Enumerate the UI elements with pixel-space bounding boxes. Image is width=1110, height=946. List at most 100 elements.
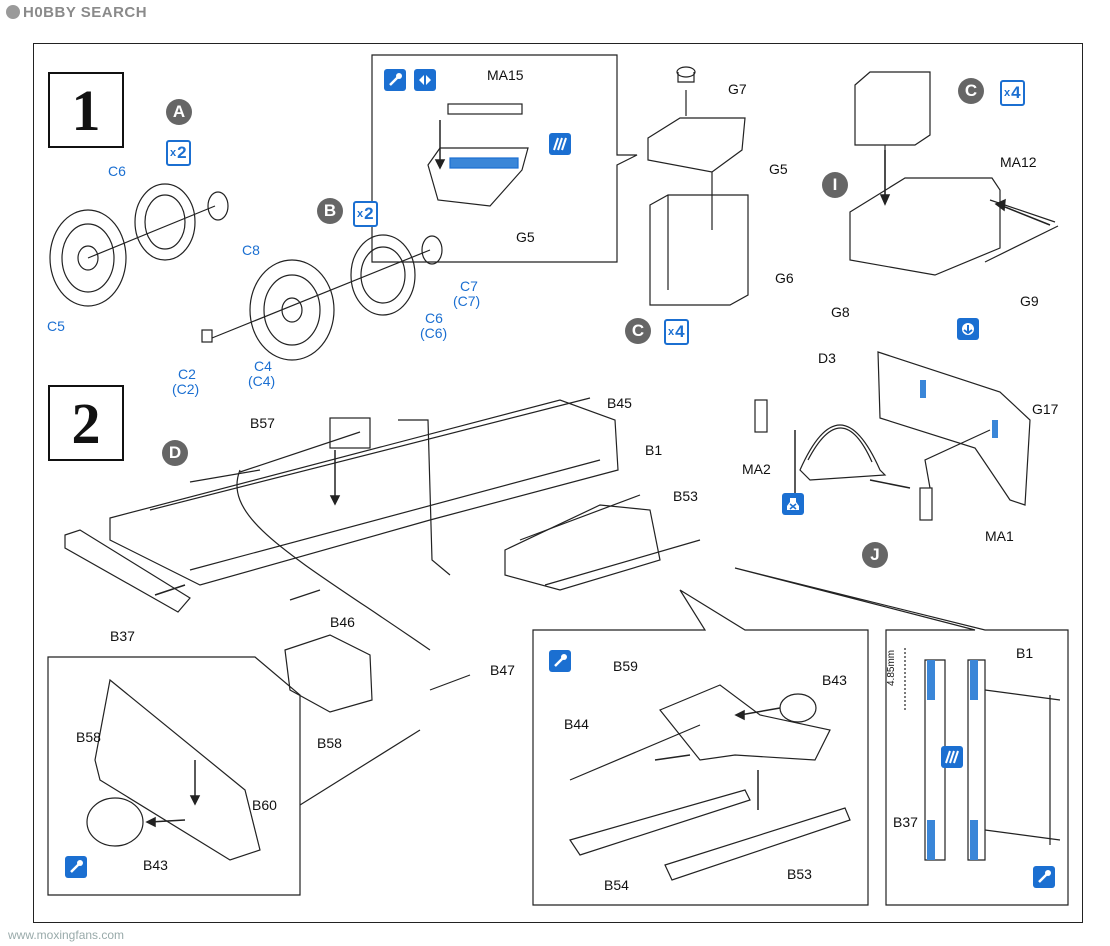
wheel-c5: [49, 209, 127, 307]
plate-ma2: [754, 399, 768, 433]
label-b58-detail: B58: [76, 729, 101, 745]
tire-c6: [134, 183, 196, 261]
label-b53: B53: [673, 488, 698, 504]
marker-d: D: [162, 440, 188, 466]
rack-g8: [849, 177, 1001, 276]
label-c6: C6: [108, 163, 126, 179]
label-c5: C5: [47, 318, 65, 334]
label-c8: C8: [242, 242, 260, 258]
label-b44: B44: [564, 716, 589, 732]
arrows: [145, 120, 1051, 828]
label-b60: B60: [252, 797, 277, 813]
bumper-b37: [64, 529, 191, 613]
drill-icon: [957, 318, 979, 340]
hub-c8: [207, 191, 229, 221]
marker-j: J: [862, 542, 888, 568]
detail-box-left: [47, 656, 301, 896]
label-dimension: 4.85mm: [886, 649, 897, 686]
panel-g17: [877, 351, 1031, 506]
label-b45: B45: [607, 395, 632, 411]
battery-c: [854, 71, 931, 146]
wheel-c4: [249, 259, 335, 361]
axle-detail-left: [94, 678, 261, 861]
label-c7-paren: (C7): [453, 293, 481, 309]
glue-icon-middle: [549, 650, 571, 672]
marker-c-top: C: [958, 78, 984, 104]
paint-icon-right: [941, 746, 963, 768]
label-b43-middle: B43: [822, 672, 847, 688]
label-c2: C2: [178, 366, 196, 382]
label-b54: B54: [604, 877, 629, 893]
glue-icon-left: [65, 856, 87, 878]
detail-box-right: [734, 567, 1069, 906]
label-ma2: MA2: [742, 461, 771, 477]
label-b1: B1: [645, 442, 663, 458]
watermark-bottom: www.moxingfans.com: [8, 928, 125, 942]
flip-icon: [414, 69, 436, 91]
label-b58: B58: [317, 735, 342, 751]
tire-c6-b: [350, 234, 416, 316]
step-number-2: 2: [48, 385, 124, 461]
label-b59: B59: [613, 658, 638, 674]
label-g8: G8: [831, 304, 850, 320]
label-b47: B47: [490, 662, 515, 678]
marker-c-bottom: C: [625, 318, 651, 344]
label-c6-paren: (C6): [420, 325, 448, 341]
label-g9: G9: [1020, 293, 1039, 309]
watermark-top: H0BBY SEARCH: [6, 4, 147, 21]
glue-icon: [384, 69, 406, 91]
label-c7: C7: [460, 278, 478, 294]
label-g7: G7: [728, 81, 747, 97]
label-ma12: MA12: [1000, 154, 1037, 170]
label-b37: B37: [110, 628, 135, 644]
handle-ma15: [447, 103, 523, 115]
plate-ma1: [919, 487, 933, 521]
label-b43-left: B43: [143, 857, 168, 873]
label-b46: B46: [330, 614, 355, 630]
cap-g7: [676, 66, 696, 78]
label-c4: C4: [254, 358, 272, 374]
label-b1-detail: B1: [1016, 645, 1034, 661]
marker-i: I: [822, 172, 848, 198]
detail-box-middle: [532, 589, 869, 906]
logo-icon: [6, 5, 20, 19]
remove-icon: [782, 493, 804, 515]
label-ma15: MA15: [487, 67, 524, 83]
marker-a: A: [166, 99, 192, 125]
marker-b: B: [317, 198, 343, 224]
tape-marks: [920, 380, 998, 860]
label-g6: G6: [775, 270, 794, 286]
box-g6: [649, 194, 749, 306]
label-g17: G17: [1032, 401, 1059, 417]
rear-axle: [504, 504, 661, 591]
spring-b54: [569, 789, 751, 856]
paint-icon: [549, 133, 571, 155]
label-g5-callout: G5: [516, 229, 535, 245]
label-b57: B57: [250, 415, 275, 431]
label-b53-detail: B53: [787, 866, 812, 882]
axle-detail-middle: [659, 684, 831, 761]
label-ma1: MA1: [985, 528, 1014, 544]
label-d3: D3: [818, 350, 836, 366]
fender-d3: [799, 424, 887, 481]
instruction-frame: [33, 43, 1083, 923]
bumper-detail: [924, 659, 946, 861]
label-c6-b: C6: [425, 310, 443, 326]
battery-lid-g5-detail: [427, 147, 529, 207]
glue-icon-right: [1033, 866, 1055, 888]
step-number-1: 1: [48, 72, 124, 148]
label-b37-detail: B37: [893, 814, 918, 830]
chassis-frame: [109, 399, 619, 586]
spring-b53-detail: [664, 807, 851, 881]
hub-c7: [421, 235, 443, 265]
label-c4-paren: (C4): [248, 373, 276, 389]
lid-g5: [647, 117, 746, 173]
label-g5: G5: [769, 161, 788, 177]
label-c2-paren: (C2): [172, 381, 200, 397]
front-axle: [284, 634, 373, 713]
